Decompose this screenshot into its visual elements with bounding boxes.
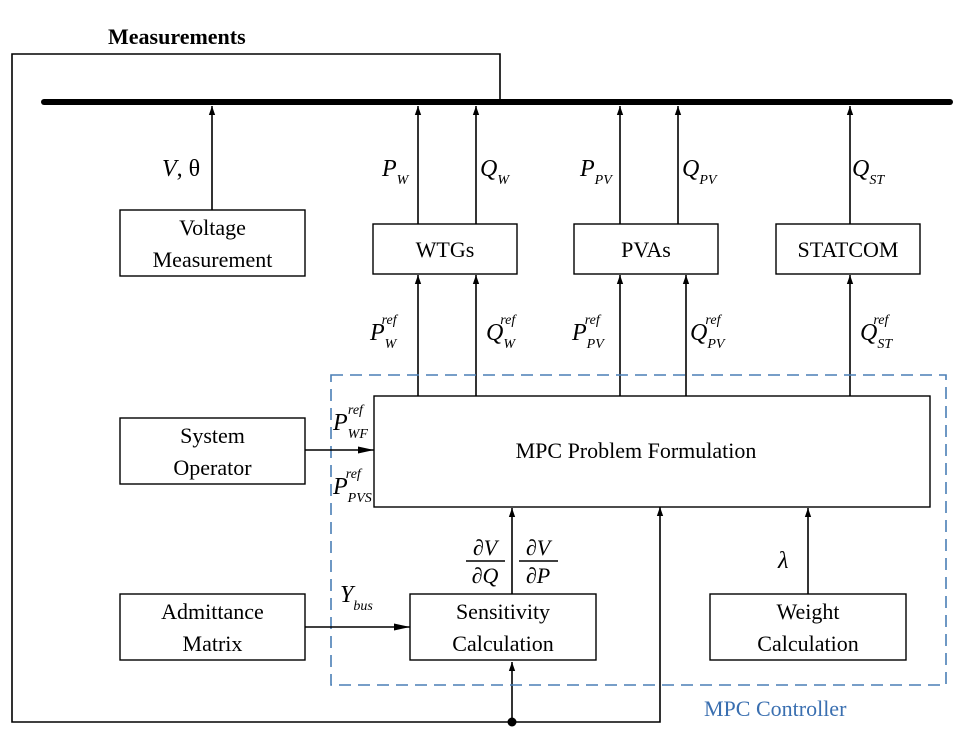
admittance-matrix-line1: Admittance xyxy=(161,599,264,624)
label-q-pv: QPV xyxy=(682,156,718,188)
weight-line2: Calculation xyxy=(757,631,858,656)
mpc-controller-region xyxy=(330,374,947,686)
label-q-st: QST xyxy=(852,156,885,188)
system-operator-box xyxy=(119,417,306,485)
wtgs-box xyxy=(372,223,518,275)
label-p-wf-ref: PWFref xyxy=(332,403,368,442)
label-p-pv: PPV xyxy=(579,156,613,188)
dv-dp-numerator: ∂V xyxy=(526,535,553,560)
sensitivity-box xyxy=(409,593,597,661)
label-y-bus: Ybus xyxy=(340,582,373,614)
dv-dq-numerator: ∂V xyxy=(473,535,500,560)
system-operator-line2: Operator xyxy=(173,455,252,480)
measurement-feedback-loop xyxy=(11,53,664,723)
label-p-w: PW xyxy=(381,156,410,188)
dv-dp-denominator: ∂P xyxy=(526,563,550,588)
admittance-matrix-line2: Matrix xyxy=(183,631,243,656)
statcom-box xyxy=(775,223,921,275)
label-q-pv-ref: QPVref xyxy=(690,313,726,352)
statcom-label: STATCOM xyxy=(798,237,899,262)
system-operator-line1: System xyxy=(180,423,245,448)
label-v-theta: V, θ xyxy=(162,156,200,182)
dv-dq-denominator: ∂Q xyxy=(472,563,499,588)
label-p-pvs-ref: PPVSref xyxy=(332,467,372,506)
label-dv-dq: ∂V ∂Q xyxy=(466,535,505,588)
label-p-pv-ref: PPVref xyxy=(571,313,605,352)
wtgs-label: WTGs xyxy=(416,237,475,262)
label-q-w-ref: QWref xyxy=(486,313,517,352)
admittance-matrix-box xyxy=(119,593,306,661)
pvas-box xyxy=(573,223,719,275)
voltage-measurement-box xyxy=(119,209,306,277)
mpc-controller-label: MPC Controller xyxy=(704,696,847,721)
pvas-label: PVAs xyxy=(621,237,671,262)
voltage-measurement-line1: Voltage xyxy=(179,215,246,240)
label-lambda: λ xyxy=(777,548,788,574)
mpc-formulation-label: MPC Problem Formulation xyxy=(516,438,757,463)
voltage-measurement-line2: Measurement xyxy=(153,247,273,272)
measurements-title: Measurements xyxy=(108,24,246,49)
sensitivity-line2: Calculation xyxy=(452,631,553,656)
weight-line1: Weight xyxy=(777,599,840,624)
label-dv-dp: ∂V ∂P xyxy=(519,535,558,588)
label-q-st-ref: QSTref xyxy=(860,313,893,352)
label-q-w: QW xyxy=(480,156,510,188)
sensitivity-line1: Sensitivity xyxy=(456,599,550,624)
label-p-w-ref: PWref xyxy=(369,313,399,352)
weight-box xyxy=(709,593,907,661)
mpc-formulation-box xyxy=(373,395,931,508)
junction-dot xyxy=(507,717,517,727)
